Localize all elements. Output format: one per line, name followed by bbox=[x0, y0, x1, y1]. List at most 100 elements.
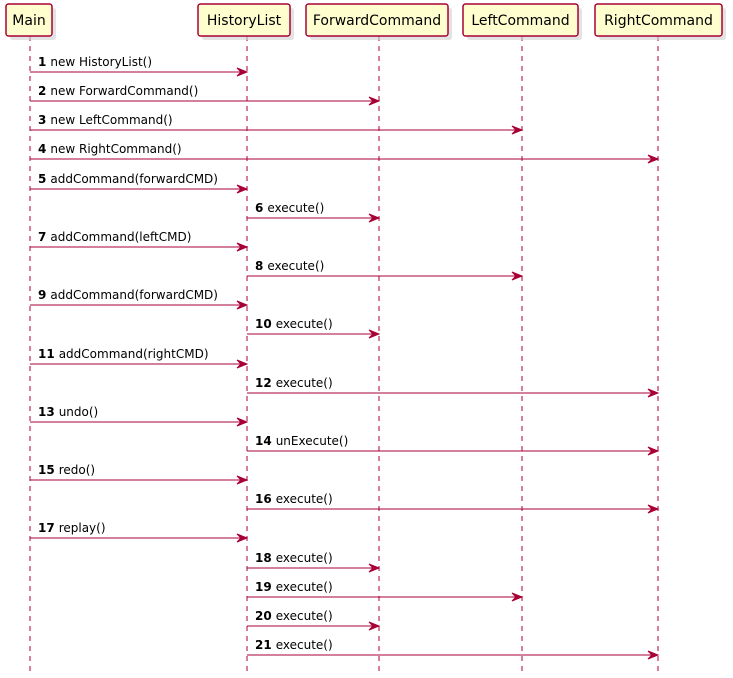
message: 18 execute() bbox=[247, 551, 381, 573]
participant-label: LeftCommand bbox=[471, 13, 569, 29]
arrowhead-icon bbox=[236, 417, 249, 427]
message: 21 execute() bbox=[247, 638, 660, 660]
arrowhead-icon bbox=[368, 213, 381, 223]
arrowhead-icon bbox=[236, 533, 249, 543]
participant-history: HistoryList bbox=[197, 3, 294, 40]
participant-main: Main bbox=[5, 3, 56, 40]
message-text: 10 execute() bbox=[255, 317, 333, 331]
message-label: execute() bbox=[276, 638, 333, 652]
participant-box bbox=[197, 3, 291, 37]
participant-right: RightCommand bbox=[594, 3, 726, 40]
message-label: unExecute() bbox=[276, 434, 349, 448]
participant-box bbox=[462, 3, 579, 37]
message-number: 9 bbox=[38, 288, 46, 302]
message-number: 3 bbox=[38, 113, 46, 127]
message: 14 unExecute() bbox=[247, 434, 660, 456]
lifelines bbox=[29, 36, 659, 672]
message-label: execute() bbox=[267, 201, 324, 215]
message-number: 18 bbox=[255, 551, 272, 565]
arrowhead-icon bbox=[368, 329, 381, 339]
participant-box bbox=[305, 3, 449, 37]
message-label: addCommand(leftCMD) bbox=[50, 230, 191, 244]
arrowhead-icon bbox=[511, 271, 524, 281]
message-number: 10 bbox=[255, 317, 272, 331]
message: 1 new HistoryList() bbox=[30, 55, 249, 77]
message-text: 6 execute() bbox=[255, 201, 324, 215]
message: 6 execute() bbox=[247, 201, 381, 223]
message-number: 12 bbox=[255, 376, 272, 390]
arrowhead-icon bbox=[511, 592, 524, 602]
message: 15 redo() bbox=[30, 463, 249, 485]
participant-forward: ForwardCommand bbox=[305, 3, 452, 40]
message-number: 15 bbox=[38, 463, 55, 477]
message-label: execute() bbox=[276, 580, 333, 594]
message: 7 addCommand(leftCMD) bbox=[30, 230, 249, 252]
message-label: execute() bbox=[276, 317, 333, 331]
message-label: execute() bbox=[276, 609, 333, 623]
message-number: 14 bbox=[255, 434, 272, 448]
arrowhead-icon bbox=[647, 446, 660, 456]
message-text: 21 execute() bbox=[255, 638, 333, 652]
message-number: 21 bbox=[255, 638, 272, 652]
message-label: redo() bbox=[59, 463, 95, 477]
arrowhead-icon bbox=[236, 475, 249, 485]
message-number: 1 bbox=[38, 55, 46, 69]
message: 20 execute() bbox=[247, 609, 381, 631]
arrowhead-icon bbox=[647, 154, 660, 164]
message-text: 7 addCommand(leftCMD) bbox=[38, 230, 191, 244]
participant-left: LeftCommand bbox=[462, 3, 582, 40]
arrowhead-icon bbox=[368, 563, 381, 573]
message-text: 20 execute() bbox=[255, 609, 333, 623]
arrowhead-icon bbox=[236, 359, 249, 369]
message-number: 7 bbox=[38, 230, 46, 244]
message-label: new HistoryList() bbox=[50, 55, 152, 69]
arrowhead-icon bbox=[368, 621, 381, 631]
message-label: replay() bbox=[59, 521, 106, 535]
message: 10 execute() bbox=[247, 317, 381, 339]
arrowhead-icon bbox=[236, 184, 249, 194]
message-number: 6 bbox=[255, 201, 263, 215]
message-number: 4 bbox=[38, 142, 46, 156]
participant-box bbox=[5, 3, 53, 37]
arrowhead-icon bbox=[368, 96, 381, 106]
message-label: addCommand(rightCMD) bbox=[59, 347, 209, 361]
arrowhead-icon bbox=[236, 67, 249, 77]
message-label: execute() bbox=[276, 551, 333, 565]
message-number: 20 bbox=[255, 609, 272, 623]
arrowhead-icon bbox=[647, 650, 660, 660]
message-text: 4 new RightCommand() bbox=[38, 142, 182, 156]
participants: Main HistoryList ForwardCommand LeftCommand… bbox=[5, 3, 726, 40]
arrowhead-icon bbox=[647, 504, 660, 514]
message-text: 16 execute() bbox=[255, 492, 333, 506]
message-text: 1 new HistoryList() bbox=[38, 55, 152, 69]
message-text: 18 execute() bbox=[255, 551, 333, 565]
message-number: 16 bbox=[255, 492, 272, 506]
message-label: execute() bbox=[276, 492, 333, 506]
message-label: execute() bbox=[267, 259, 324, 273]
message-number: 19 bbox=[255, 580, 272, 594]
arrowhead-icon bbox=[647, 388, 660, 398]
message-label: new RightCommand() bbox=[50, 142, 181, 156]
message-label: addCommand(forwardCMD) bbox=[50, 172, 218, 186]
message-label: new ForwardCommand() bbox=[50, 84, 198, 98]
participant-label: Main bbox=[12, 13, 45, 29]
participant-label: ForwardCommand bbox=[313, 13, 441, 29]
arrowhead-icon bbox=[511, 125, 524, 135]
message-label: undo() bbox=[59, 405, 99, 419]
